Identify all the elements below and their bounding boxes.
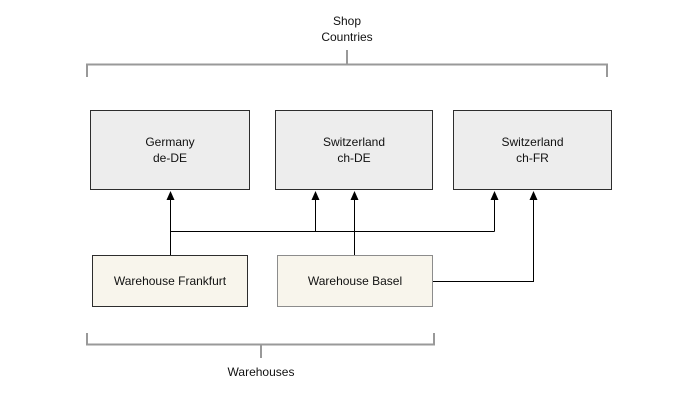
warehouses-bracket	[86, 333, 435, 358]
warehouse-name: Warehouse Basel	[307, 274, 403, 288]
arrowhead	[166, 191, 175, 200]
country-node-text: Switzerland ch-DE	[323, 134, 385, 166]
country-name: Switzerland	[322, 135, 386, 149]
edge-frankfurt-germany	[166, 191, 175, 255]
country-node-germany-de-de: Germany de-DE	[90, 110, 250, 190]
warehouse-node-frankfurt: Warehouse Frankfurt	[92, 255, 248, 307]
country-locale: ch-DE	[337, 151, 371, 165]
country-name: Switzerland	[501, 135, 564, 149]
country-node-switzerland-ch-fr: Switzerland ch-FR	[453, 110, 612, 190]
edge-basel-ch-fr	[433, 191, 538, 282]
country-node-text: Germany de-DE	[145, 134, 194, 166]
country-node-text: Switzerland ch-FR	[501, 134, 563, 166]
arrowhead	[529, 191, 538, 200]
arrowhead	[490, 191, 499, 200]
warehouses-group-label: Warehouses	[227, 365, 295, 379]
country-locale: ch-FR	[516, 151, 549, 165]
shop-countries-bracket	[86, 50, 608, 77]
arrowhead	[350, 191, 359, 200]
edge-frankfurt-ch-de	[311, 191, 320, 232]
edge-frankfurt-ch-fr	[490, 191, 499, 232]
country-node-switzerland-ch-de: Switzerland ch-DE	[275, 110, 433, 190]
shop-countries-group-label: Shop Countries	[321, 14, 373, 44]
edge-basel-ch-de	[350, 191, 359, 255]
warehouse-name: Warehouse Frankfurt	[113, 274, 227, 288]
arrowhead	[311, 191, 320, 200]
country-locale: de-DE	[152, 151, 187, 165]
country-name: Germany	[145, 135, 195, 149]
warehouse-node-basel: Warehouse Basel	[277, 255, 433, 307]
